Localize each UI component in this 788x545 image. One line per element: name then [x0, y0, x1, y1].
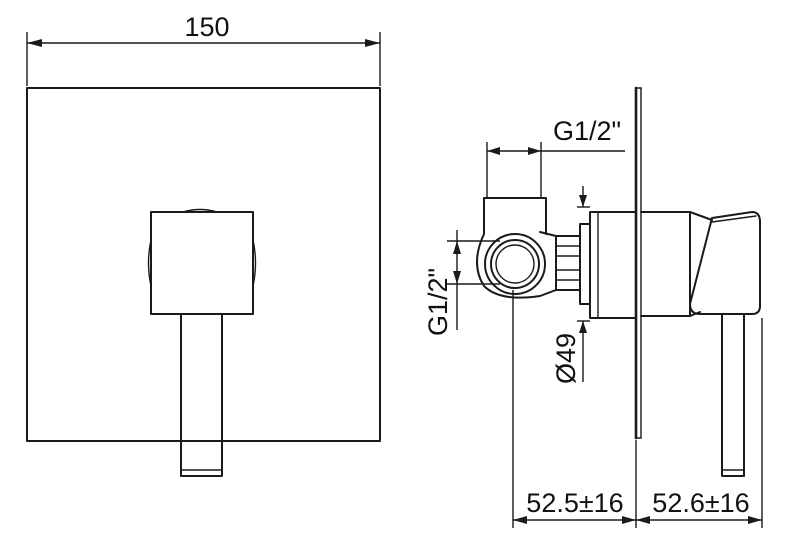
lever-front — [180, 313, 223, 477]
handle-body-front — [147, 208, 257, 315]
top-inlet-label: G1/2" — [553, 116, 621, 146]
depth-dimensions — [512, 290, 763, 528]
width-dimension-label: 150 — [184, 12, 229, 42]
top-inlet-fitting — [483, 197, 547, 235]
cover-plate — [26, 87, 381, 442]
diameter-label: Ø49 — [551, 333, 581, 384]
mixer-body — [476, 231, 557, 299]
depth-front-label: 52.6±16 — [652, 488, 749, 518]
front-view: 150 — [26, 12, 381, 477]
side-inlet-label: G1/2" — [423, 268, 453, 336]
diameter-dimension — [577, 186, 590, 382]
handle-body-side — [640, 211, 761, 317]
width-dimension — [26, 32, 381, 86]
connection-sleeve — [555, 235, 581, 291]
cartridge-housing — [579, 211, 637, 319]
side-inlet-dimension — [447, 230, 500, 330]
top-inlet-dimension — [486, 142, 625, 198]
depth-back-label: 52.5±16 — [526, 488, 623, 518]
lever-side — [721, 313, 745, 477]
side-view: G1/2" G1/2" — [423, 86, 763, 528]
